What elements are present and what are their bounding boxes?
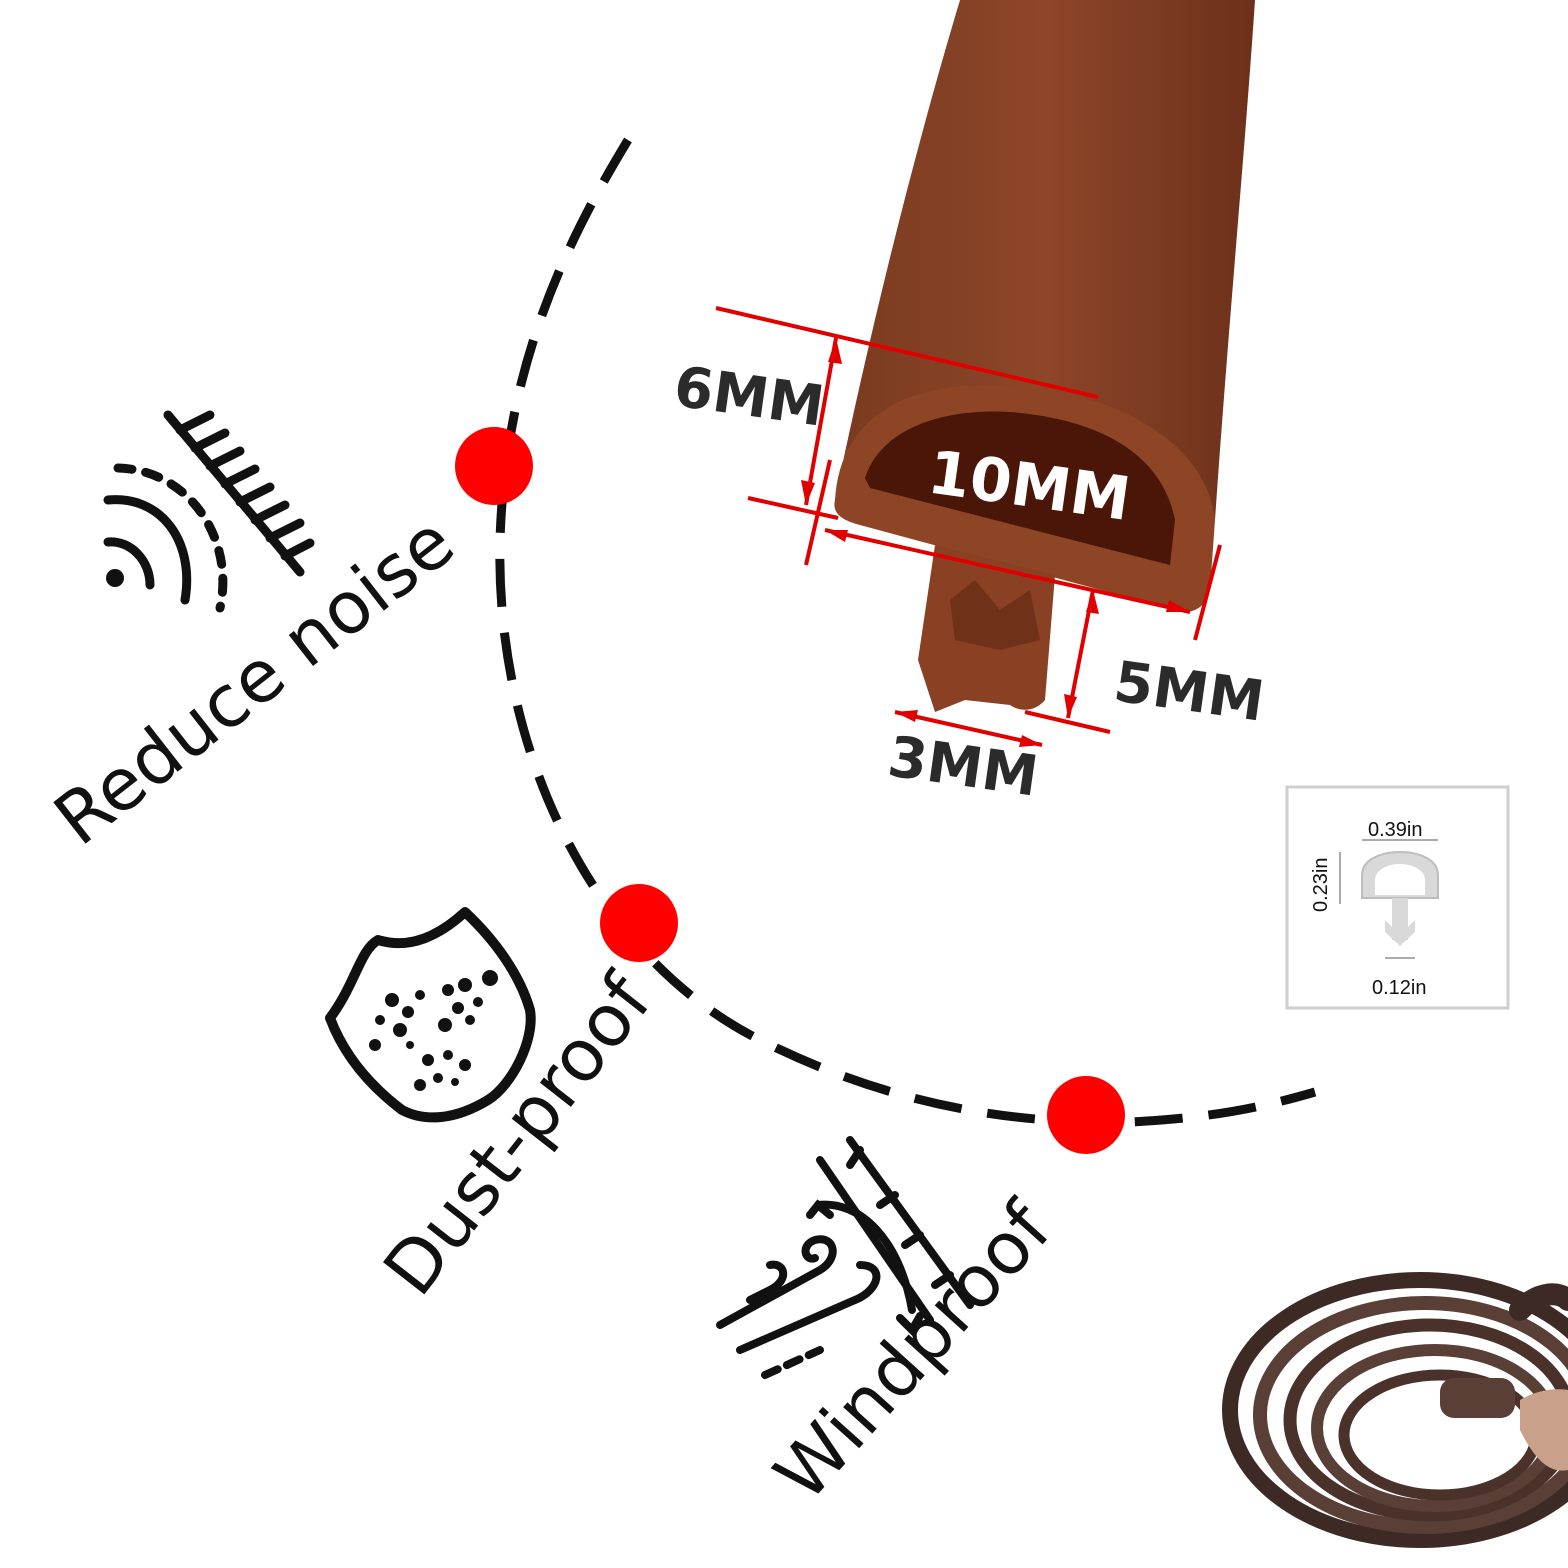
- inset-height-label: 0.23in: [1310, 858, 1332, 913]
- dashed-arc: [495, 137, 1317, 1127]
- dim-label-stem-height: 5MM: [1110, 649, 1268, 734]
- sound-wall-icon: [103, 410, 315, 613]
- seal-strip-photo: [834, 0, 1255, 712]
- dimension-arrowheads: [801, 338, 1190, 747]
- inset-width-label: 0.39in: [1368, 819, 1423, 841]
- dim-label-stem-width: 3MM: [884, 724, 1042, 809]
- feature-dot-noise: [455, 427, 533, 505]
- coiled-strip-photo: [1222, 1272, 1568, 1548]
- inch-dimension-inset: 0.39in 0.23in 0.12in: [1285, 785, 1510, 1010]
- feature-label-reduce-noise: Reduce noise: [39, 499, 470, 861]
- feature-dot-dust: [600, 884, 678, 962]
- dust-shield-icon: [325, 907, 536, 1123]
- dimension-lines: [715, 306, 1222, 747]
- wind-icon: [716, 1136, 974, 1379]
- feature-dot-wind: [1047, 1076, 1125, 1154]
- dim-label-height: 6MM: [670, 354, 828, 439]
- inset-stem-label: 0.12in: [1372, 977, 1427, 999]
